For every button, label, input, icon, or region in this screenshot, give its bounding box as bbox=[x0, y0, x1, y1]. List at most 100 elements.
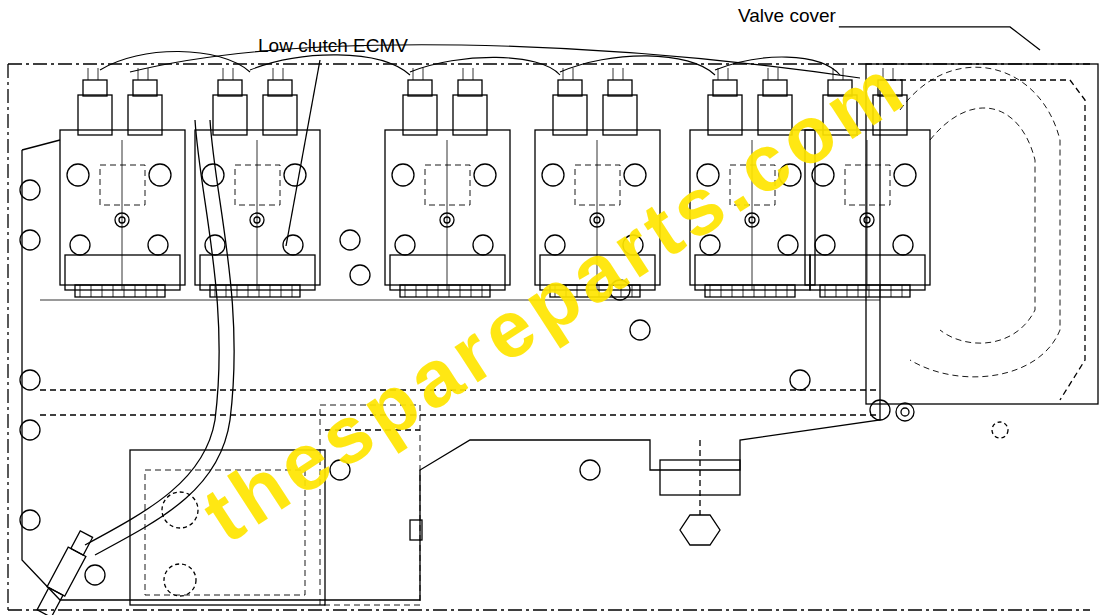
bolt-circle bbox=[284, 164, 306, 186]
drawing-line bbox=[463, 68, 464, 80]
bolt-circle bbox=[205, 235, 225, 255]
drawing-rect bbox=[763, 80, 787, 96]
drawing-line bbox=[563, 68, 564, 80]
drawing-line bbox=[768, 68, 769, 80]
drawing-line bbox=[273, 68, 274, 80]
drawing-line bbox=[891, 285, 892, 297]
drawing-line bbox=[283, 68, 284, 80]
bolt-circle bbox=[164, 564, 196, 596]
bolt-circle bbox=[20, 510, 40, 530]
drawing-rect bbox=[410, 520, 422, 540]
drawing-line bbox=[40, 414, 880, 415]
drawing-line bbox=[787, 285, 788, 297]
drawing-rect bbox=[400, 285, 490, 297]
drawing-line bbox=[122, 140, 123, 290]
drawing-rect bbox=[385, 130, 510, 285]
drawing-line bbox=[248, 285, 249, 297]
bolt-circle bbox=[893, 235, 913, 255]
ecmv-valve bbox=[60, 68, 185, 297]
drawing-rect bbox=[408, 80, 432, 96]
drawing-rect bbox=[47, 547, 86, 596]
drawing-line bbox=[405, 285, 406, 297]
drawing-line bbox=[438, 285, 439, 297]
drawing-line bbox=[902, 285, 903, 297]
bolt-circle bbox=[67, 164, 89, 186]
drawing-rect bbox=[37, 588, 63, 615]
drawing-line bbox=[880, 285, 881, 297]
bolt-circle bbox=[580, 460, 600, 480]
drawing-line bbox=[22, 140, 60, 150]
bolt-circle bbox=[474, 164, 496, 186]
bolt-circle bbox=[202, 164, 224, 186]
drawing-line bbox=[447, 140, 448, 290]
drawing-line bbox=[148, 68, 149, 80]
wire bbox=[130, 45, 860, 78]
drawing-rect bbox=[713, 80, 737, 96]
drawing-line bbox=[423, 68, 424, 80]
bolt-circle bbox=[894, 164, 916, 186]
hex-plug bbox=[680, 515, 720, 545]
drawing-line bbox=[157, 285, 158, 297]
drawing-rect bbox=[75, 285, 165, 297]
part-label: Valve cover bbox=[738, 6, 836, 27]
drawing-line bbox=[257, 140, 258, 290]
wire bbox=[410, 57, 560, 75]
bolt-circle bbox=[340, 230, 360, 250]
drawing-rect bbox=[708, 95, 742, 135]
drawing-rect bbox=[235, 165, 280, 205]
drawing-line bbox=[449, 285, 450, 297]
drawing-line bbox=[91, 285, 92, 297]
drawing-line bbox=[460, 285, 461, 297]
drawing-line bbox=[473, 68, 474, 80]
drawing-rect bbox=[100, 165, 145, 205]
bolt-circle bbox=[392, 164, 414, 186]
harness bbox=[85, 120, 219, 545]
drawing-line bbox=[836, 285, 837, 297]
drawing-line bbox=[765, 285, 766, 297]
bolt-circle bbox=[778, 235, 798, 255]
drawing-line bbox=[482, 285, 483, 297]
drawing-line bbox=[613, 68, 614, 80]
drawing-line bbox=[825, 285, 826, 297]
drawing-line bbox=[233, 68, 234, 80]
drawing-line bbox=[778, 68, 779, 80]
drawing-rect bbox=[705, 285, 795, 297]
drawing-line bbox=[281, 285, 282, 297]
drawing-rect bbox=[603, 95, 637, 135]
bolt-circle bbox=[350, 265, 370, 285]
drawing-rect bbox=[268, 80, 292, 96]
bolt-circle bbox=[901, 408, 909, 416]
drawing-rect bbox=[575, 165, 620, 205]
drawing-rect bbox=[553, 95, 587, 135]
drawing-rect bbox=[71, 531, 93, 555]
drawing-line bbox=[710, 285, 711, 297]
drawing-line bbox=[113, 285, 114, 297]
drawing-line bbox=[858, 285, 859, 297]
drawing-line bbox=[427, 285, 428, 297]
drawing-rect bbox=[210, 285, 300, 297]
drawing-rect bbox=[458, 80, 482, 96]
drawing-line bbox=[226, 285, 227, 297]
valve-assembly bbox=[8, 45, 1098, 615]
bolt-circle bbox=[790, 370, 810, 390]
bolt-circle bbox=[896, 403, 914, 421]
bolt-circle bbox=[149, 164, 171, 186]
drawing-line bbox=[869, 285, 870, 297]
drawing-line bbox=[721, 285, 722, 297]
bolt-circle bbox=[85, 565, 105, 585]
bolt-circle bbox=[630, 320, 650, 340]
drawing-line bbox=[880, 80, 1085, 400]
drawing-line bbox=[413, 68, 414, 80]
drawing-rect bbox=[218, 80, 242, 96]
drawing-rect bbox=[128, 95, 162, 135]
drawing-line bbox=[98, 68, 99, 80]
bolt-circle bbox=[624, 164, 646, 186]
drawing-line bbox=[776, 285, 777, 297]
drawing-rect bbox=[845, 165, 890, 205]
drawing-rect bbox=[453, 95, 487, 135]
drawing-rect bbox=[60, 130, 185, 285]
drawing-line bbox=[237, 285, 238, 297]
drawing-line bbox=[124, 285, 125, 297]
drawing-rect bbox=[403, 95, 437, 135]
bolt-circle bbox=[542, 164, 564, 186]
